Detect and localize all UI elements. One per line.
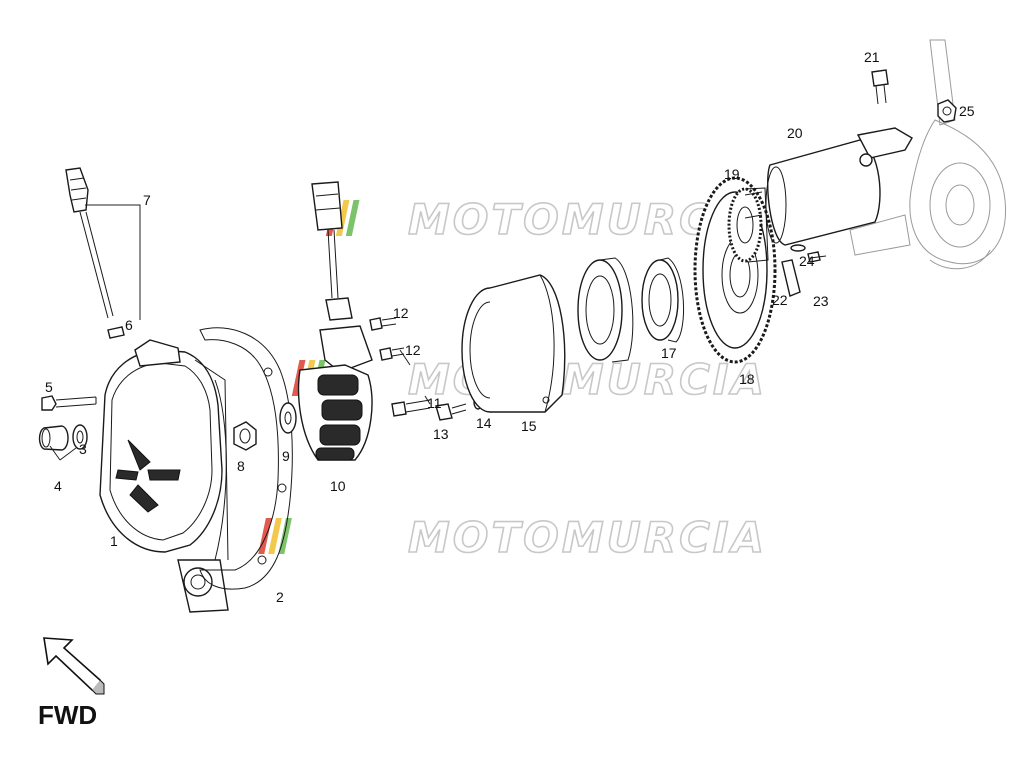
starter-motor bbox=[744, 127, 913, 246]
callout-15: 15 bbox=[521, 418, 537, 434]
callout-12-lower: 12 bbox=[405, 342, 421, 358]
pickup-screw bbox=[391, 399, 431, 417]
cover-gasket bbox=[199, 327, 293, 590]
callout-10: 10 bbox=[330, 478, 346, 494]
flywheel-rotor bbox=[461, 274, 566, 413]
cover-bolt bbox=[41, 395, 97, 411]
shaft-washer bbox=[790, 244, 806, 252]
callout-13: 13 bbox=[433, 426, 449, 442]
inspection-plug bbox=[38, 425, 69, 451]
callout-19: 19 bbox=[724, 166, 740, 182]
callout-7: 7 bbox=[143, 192, 151, 208]
callout-numbers: 1 2 3 4 5 6 7 8 9 10 11 12 12 13 14 15 1… bbox=[45, 49, 975, 605]
callout-6: 6 bbox=[125, 317, 133, 333]
flywheel-bolt bbox=[435, 403, 467, 421]
callout-2: 2 bbox=[276, 589, 284, 605]
crankshaft-ghost bbox=[849, 39, 1007, 270]
idler-gear bbox=[727, 187, 769, 263]
watermark-text: MOTOMURCIA bbox=[408, 513, 767, 562]
callout-12-upper: 12 bbox=[393, 305, 409, 321]
callout-14: 14 bbox=[476, 415, 492, 431]
flywheel-nut bbox=[233, 421, 257, 451]
callout-11: 11 bbox=[427, 395, 442, 411]
starter-clutch bbox=[577, 257, 634, 363]
starter-bolt bbox=[871, 69, 889, 105]
stator-assembly bbox=[297, 181, 373, 461]
callout-20: 20 bbox=[787, 125, 803, 141]
callout-8: 8 bbox=[237, 458, 245, 474]
callout-25: 25 bbox=[959, 103, 975, 119]
forward-arrow-icon bbox=[43, 637, 105, 695]
crank-nut bbox=[937, 99, 957, 123]
callout-5: 5 bbox=[45, 379, 53, 395]
stator-screw-upper bbox=[369, 317, 397, 331]
gear-shaft bbox=[781, 259, 801, 297]
callout-1: 1 bbox=[110, 533, 118, 549]
callout-9: 9 bbox=[282, 448, 290, 464]
flywheel-washer bbox=[279, 402, 297, 434]
plug-washer bbox=[72, 424, 88, 450]
direction-label: FWD bbox=[38, 700, 98, 730]
callout-4: 4 bbox=[54, 478, 62, 494]
callout-24: 24 bbox=[799, 253, 815, 269]
shaft-bolt bbox=[807, 251, 827, 263]
callout-3: 3 bbox=[79, 441, 87, 457]
callout-18: 18 bbox=[739, 371, 755, 387]
leader-lines bbox=[49, 204, 431, 461]
callout-22: 22 bbox=[772, 292, 788, 308]
stator-screw-lower bbox=[379, 347, 405, 361]
callout-23: 23 bbox=[813, 293, 829, 309]
watermark-bottom: MOTOMURCIA bbox=[258, 512, 767, 563]
oil-dipstick bbox=[65, 167, 125, 339]
callout-21: 21 bbox=[864, 49, 880, 65]
clutch-bearing bbox=[641, 257, 685, 343]
callout-17: 17 bbox=[661, 345, 677, 361]
generator-cover bbox=[99, 339, 229, 613]
